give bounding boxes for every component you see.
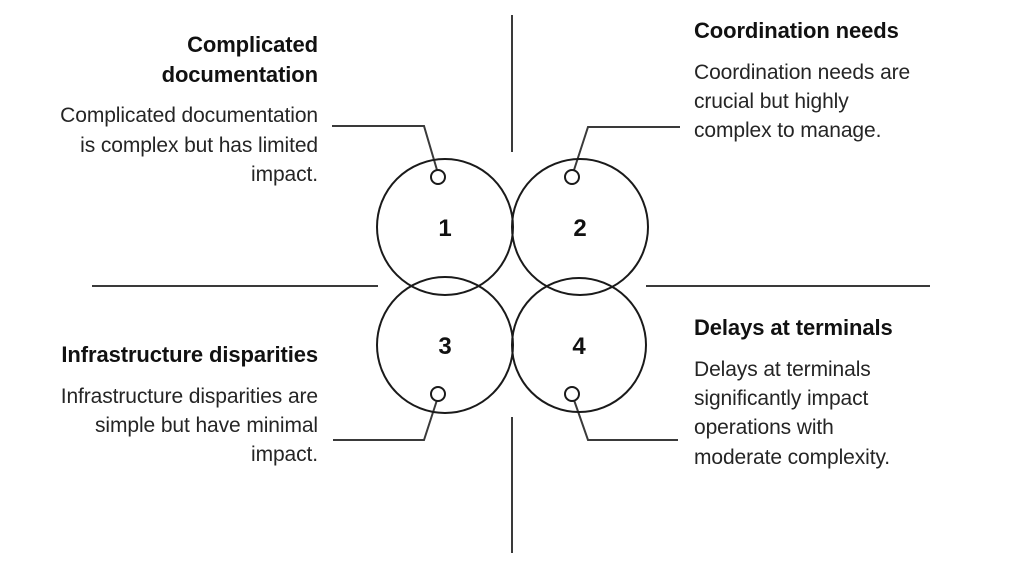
quadrant-body-1: Complicated documentation is complex but… [60,104,318,187]
quadrant-body-3: Infrastructure disparities are simple bu… [60,384,318,467]
marker-dot-4 [564,386,580,402]
marker-dot-3 [430,386,446,402]
quadrant-block-1: Complicated documentation Complicated do… [60,30,318,190]
marker-dot-1 [430,169,446,185]
circle-number-4: 4 [572,333,586,360]
main-circle-2[interactable] [511,158,649,296]
circle-number-1: 1 [438,215,451,242]
quadrant-heading-4: Delays at terminals [694,315,893,340]
circle-number-3: 3 [438,333,451,360]
quadrant-block-3: Infrastructure disparities Infrastructur… [60,340,318,470]
circle-number-2: 2 [573,215,586,242]
leader-line-2 [573,126,680,171]
quadrant-heading-3: Infrastructure disparities [61,342,318,367]
leader-line-4 [573,399,678,441]
leader-line-3 [333,399,438,441]
marker-dot-2 [564,169,580,185]
quadrant-heading-1: Complicated documentation [161,32,318,87]
leader-line-1 [332,125,438,171]
main-circle-4[interactable] [511,277,647,413]
quadrant-body-2: Coordination needs are crucial but highl… [694,60,911,143]
quadrant-body-4: Delays at terminals significantly impact… [694,357,891,469]
quadrant-block-2: Coordination needs Coordination needs ar… [694,16,924,146]
quadrant-heading-2: Coordination needs [694,18,899,43]
quadrant-block-4: Delays at terminals Delays at terminals … [694,313,919,472]
